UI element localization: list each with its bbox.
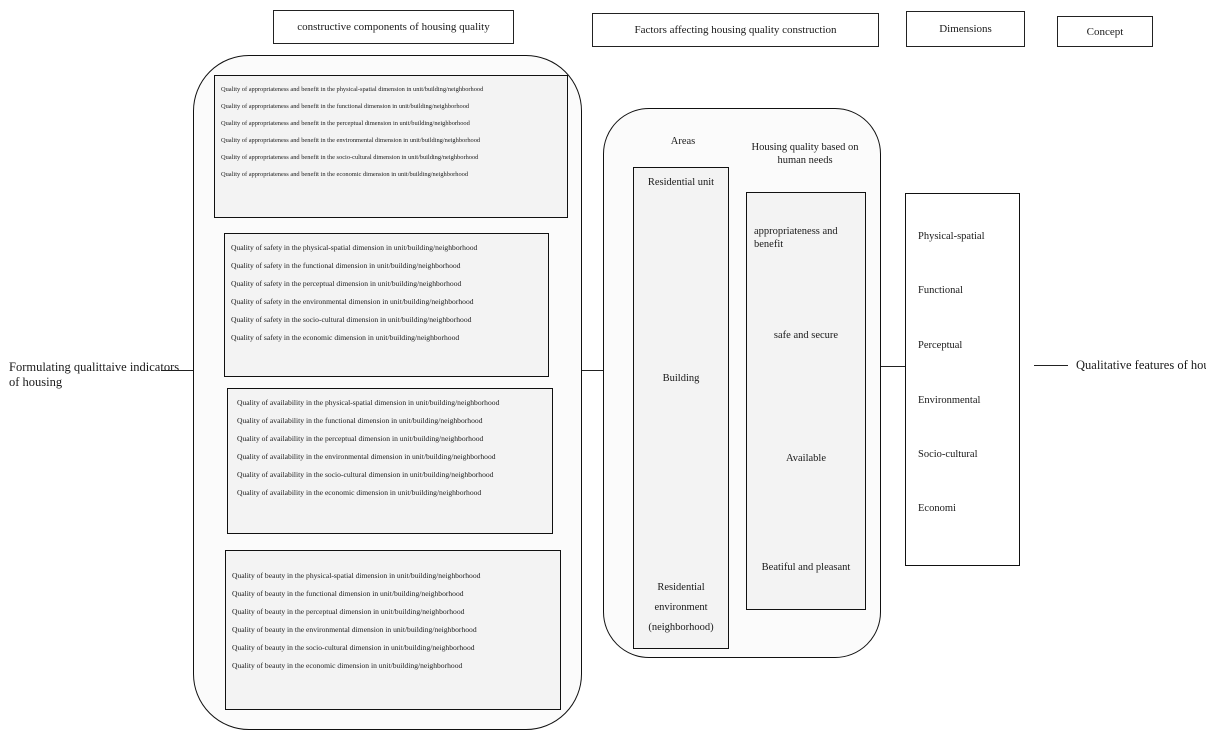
area-item: Building [662, 373, 700, 384]
indicator-item: Quality of appropriateness and benefit i… [221, 154, 479, 161]
indicator-item: Quality of safety in the socio-cultural … [231, 315, 472, 324]
need-item: safe and secure [773, 330, 839, 341]
connector-dimensions [881, 366, 906, 367]
header-factors-label: Factors affecting housing quality constr… [634, 24, 837, 36]
indicator-item: Quality of beauty in the environmental d… [232, 625, 477, 634]
need-item: Available [785, 453, 827, 464]
indicator-item: Quality of beauty in the economic dimens… [232, 661, 463, 670]
connector-middle [582, 370, 604, 371]
indicator-item: Quality of safety in the environmental d… [231, 297, 474, 306]
dimension-item: Perceptual [918, 340, 963, 351]
header-dimensions-box: Dimensions [906, 11, 1025, 47]
indicator-item: Quality of availability in the economic … [237, 488, 482, 497]
areas-column [633, 167, 729, 649]
indicator-group-safety: Quality of safety in the physical-spatia… [224, 233, 549, 377]
right-label: Qualitative features of housing [1076, 358, 1206, 372]
header-components-box: constructive components of housing quali… [273, 10, 514, 44]
dimensions-box [905, 193, 1020, 566]
indicator-item: Quality of availability in the physical-… [237, 398, 500, 407]
need-item: Beatiful and pleasant [761, 562, 851, 573]
needs-title: Housing quality based on human needs [751, 142, 859, 166]
indicator-item: Quality of appropriateness and benefit i… [221, 103, 470, 110]
connector-left [161, 370, 195, 371]
indicator-item: Quality of beauty in the physical-spatia… [232, 571, 481, 580]
dimension-item: Physical-spatial [918, 231, 985, 242]
dimension-item: Economi [918, 503, 956, 514]
indicator-item: Quality of safety in the perceptual dime… [231, 279, 462, 288]
indicator-item: Quality of safety in the physical-spatia… [231, 243, 478, 252]
header-concept-box: Concept [1057, 16, 1153, 47]
dimension-item: Environmental [918, 395, 981, 406]
need-item: appropriateness and benefit [754, 226, 838, 250]
indicator-item: Quality of appropriateness and benefit i… [221, 137, 481, 144]
left-label: Formulating qualittaive indicators of ho… [9, 360, 180, 389]
indicator-item: Quality of appropriateness and benefit i… [221, 120, 470, 127]
connector-right [1034, 365, 1068, 366]
indicator-group-appropriateness: Quality of appropriateness and benefit i… [214, 75, 568, 218]
header-dimensions-label: Dimensions [939, 23, 992, 35]
indicator-item: Quality of appropriateness and benefit i… [221, 86, 484, 93]
indicator-item: Quality of beauty in the functional dime… [232, 589, 464, 598]
indicator-item: Quality of availability in the environme… [237, 452, 496, 461]
indicator-item: Quality of availability in the functiona… [237, 416, 483, 425]
indicator-item: Quality of availability in the socio-cul… [237, 470, 494, 479]
header-factors-box: Factors affecting housing quality constr… [592, 13, 879, 47]
dimension-item: Socio-cultural [918, 449, 978, 460]
needs-column [746, 192, 866, 610]
areas-title: Areas [670, 136, 696, 147]
dimension-item: Functional [918, 285, 963, 296]
area-item: Residential unit [647, 177, 715, 188]
header-components-label: constructive components of housing quali… [297, 21, 490, 33]
area-item: Residential environment (neighborhood) [648, 582, 714, 633]
indicator-item: Quality of beauty in the perceptual dime… [232, 607, 465, 616]
indicator-item: Quality of availability in the perceptua… [237, 434, 484, 443]
indicator-item: Quality of appropriateness and benefit i… [221, 171, 469, 178]
header-concept-label: Concept [1086, 25, 1124, 38]
indicator-item: Quality of safety in the economic dimens… [231, 333, 460, 342]
indicator-group-availability: Quality of availability in the physical-… [227, 388, 553, 534]
indicator-group-beauty: Quality of beauty in the physical-spatia… [225, 550, 561, 710]
indicator-item: Quality of beauty in the socio-cultural … [232, 643, 475, 652]
indicator-item: Quality of safety in the functional dime… [231, 261, 461, 270]
